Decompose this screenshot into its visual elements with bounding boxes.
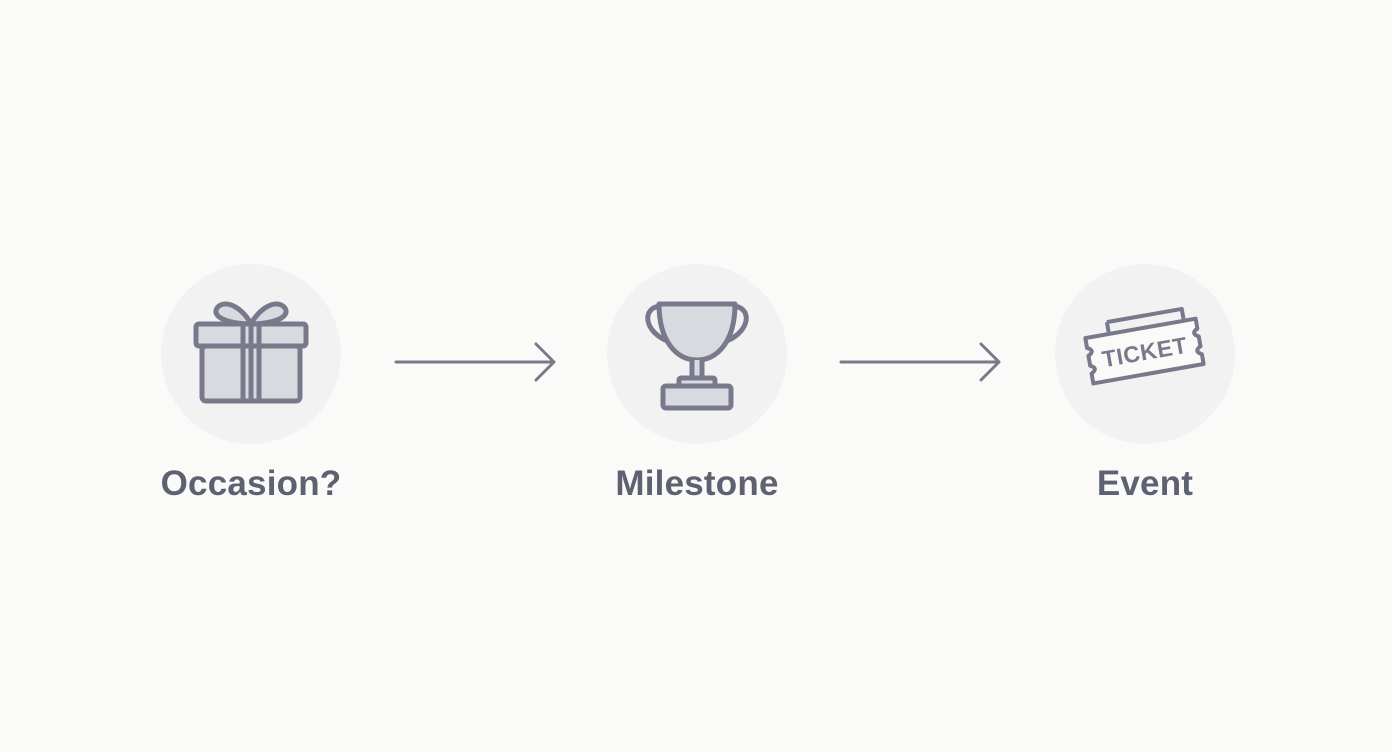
gift-icon — [193, 301, 309, 404]
arrow-right-icon — [839, 342, 1001, 382]
ticket-icon: TICKET — [1083, 306, 1206, 386]
arrow-right-icon — [394, 342, 556, 382]
step-label: Event — [1096, 464, 1194, 503]
trophy-icon — [645, 301, 749, 411]
step-label: Milestone — [615, 464, 779, 503]
step-label: Occasion? — [160, 464, 342, 503]
